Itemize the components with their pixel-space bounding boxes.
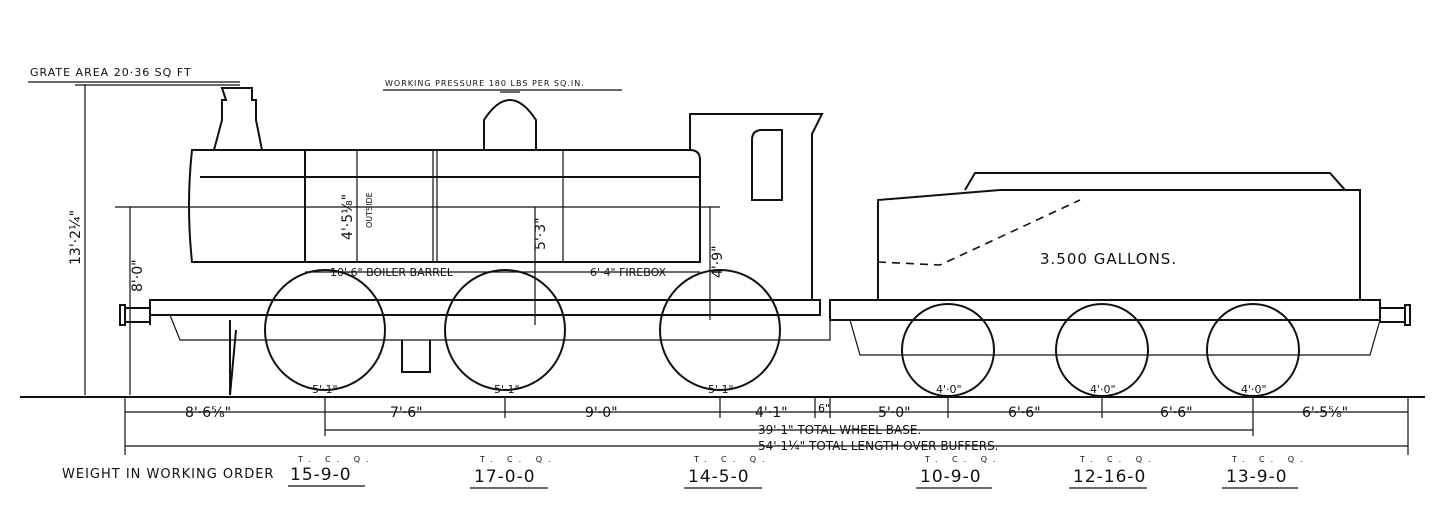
boiler-barrel-dimension: 10'·6" BOILER BARREL xyxy=(330,266,454,279)
engine-wheel-diameter: 5'·1" xyxy=(708,383,734,396)
tender-tank xyxy=(877,189,1361,300)
spacing-dimension: 6'·6" xyxy=(1008,405,1041,421)
tender-wheel-diameter: 4'·0" xyxy=(936,383,962,396)
weight-units-header: T. C. Q. xyxy=(479,455,557,464)
engine-wheels xyxy=(264,269,781,391)
tender-wheel-diameter: 4'·0" xyxy=(1241,383,1267,396)
axle-weight: 10-9-0 xyxy=(920,467,982,487)
grate-area-label: GRATE AREA 20·36 SQ FT xyxy=(30,66,192,79)
spacing-dimension: 4'·1" xyxy=(755,405,788,421)
axle-weight: 17-0-0 xyxy=(474,467,536,487)
engine-wheel xyxy=(264,269,386,391)
tender-body xyxy=(829,172,1411,356)
tank-capacity-label: 3.500 GALLONS. xyxy=(1040,250,1177,268)
axle-weight: 15-9-0 xyxy=(290,465,352,485)
tender-coal-rail xyxy=(964,172,1346,191)
spacing-dimension: 7'·6" xyxy=(390,405,423,421)
dome xyxy=(483,99,537,150)
working-pressure-label: WORKING PRESSURE 180 LBS PER SQ.IN. xyxy=(385,79,585,88)
smokebox xyxy=(188,149,306,263)
weight-units-header: T. C. Q. xyxy=(297,455,375,464)
total-height-dimension: 13'·2¼" xyxy=(68,210,84,265)
chimney xyxy=(212,87,264,151)
spacing-dimension: 6'·5⅝" xyxy=(1302,405,1348,421)
weight-units-header: T. C. Q. xyxy=(693,455,771,464)
total-length-dimension: 54'·1¼" TOTAL LENGTH OVER BUFFERS. xyxy=(758,439,999,453)
tender-wheel xyxy=(901,303,995,397)
tender-wheels xyxy=(901,303,1300,397)
tender-frame xyxy=(829,299,1381,321)
boiler-diameter-note: OUTSIDE xyxy=(365,192,374,228)
tank-dash-line xyxy=(877,199,1081,266)
total-wheelbase-dimension: 39'·1" TOTAL WHEEL BASE. xyxy=(758,423,921,437)
weight-title: WEIGHT IN WORKING ORDER xyxy=(62,467,274,482)
engine-wheel xyxy=(659,269,781,391)
firebox-length-dimension: 6'·4" FIREBOX xyxy=(590,266,667,279)
axle-weight: 12-16-0 xyxy=(1073,467,1146,487)
front-buffer xyxy=(119,300,151,326)
weight-units-header: T. C. Q. xyxy=(1231,455,1309,464)
spacing-dimension: 6" xyxy=(818,402,830,415)
dimension-lines xyxy=(124,398,1409,455)
tender-wheel xyxy=(1206,303,1300,397)
weight-units-header: T. C. Q. xyxy=(924,455,1002,464)
weight-units-header: T. C. Q. xyxy=(1079,455,1157,464)
boiler xyxy=(305,149,701,263)
axle-weight: 14-5-0 xyxy=(688,467,750,487)
engine-wheel xyxy=(444,269,566,391)
boiler-centre-height-dimension: 8'·0" xyxy=(130,259,146,292)
engine-wheel-diameter: 5'·1" xyxy=(494,383,520,396)
axle-weight: 13-9-0 xyxy=(1226,467,1288,487)
boiler-diameter-dimension: 4'·5⅛" xyxy=(340,194,356,240)
spacing-dimension: 9'·0" xyxy=(585,405,618,421)
cab-window xyxy=(751,129,783,201)
footplate xyxy=(149,299,821,316)
firebox-rear-depth-dimension: 4'·9" xyxy=(710,245,726,278)
spacing-dimension: 8'·6⅝" xyxy=(185,405,231,421)
spacing-dimension: 5'·0" xyxy=(878,405,911,421)
firebox-front-depth-dimension: 5'·3" xyxy=(533,217,549,250)
engine-wheel-diameter: 5'·1" xyxy=(312,383,338,396)
rear-buffer xyxy=(1380,304,1411,326)
spacing-dimension: 6'·6" xyxy=(1160,405,1193,421)
engine-body xyxy=(119,87,831,396)
tender-wheel xyxy=(1055,303,1149,397)
tender-wheel-diameter: 4'·0" xyxy=(1090,383,1116,396)
